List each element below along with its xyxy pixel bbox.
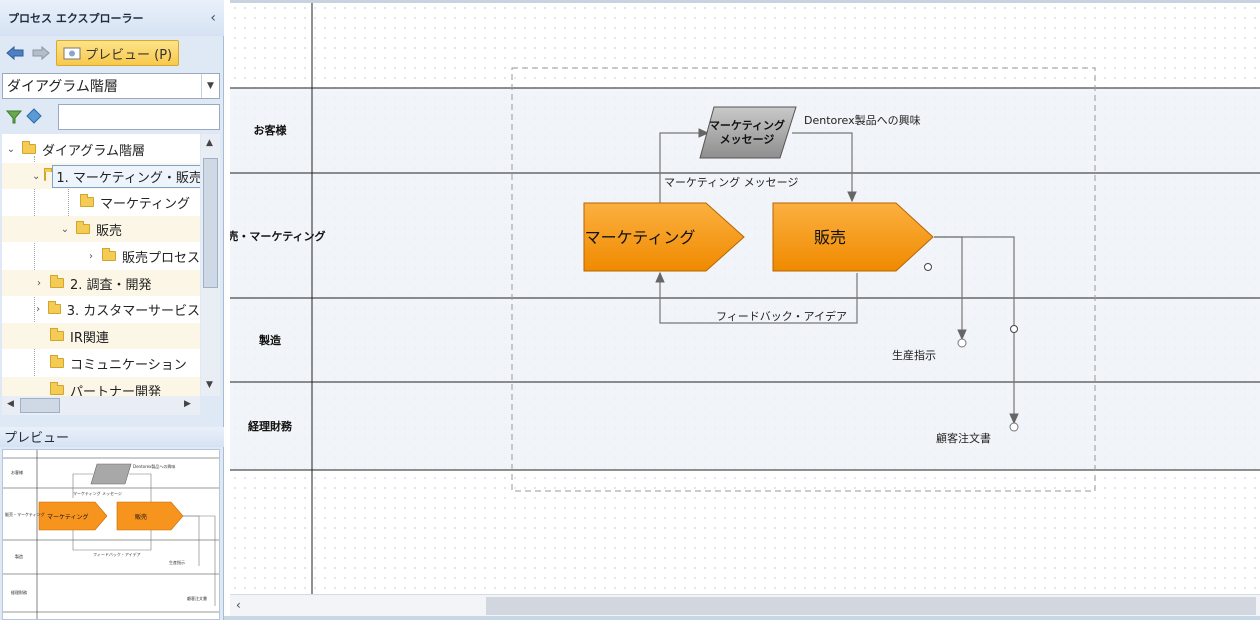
lane-manufacturing[interactable] [230,298,1260,382]
folder-icon [44,168,53,181]
explorer-title: プロセス エクスプローラー [8,12,144,25]
feedback-label: フィードバック・アイデア [716,309,847,323]
forward-arrow-icon [32,45,50,61]
process-explorer-panel: プロセス エクスプローラー ‹ プレビュー (P) ダイアグラム階層 ▼ ⌄ ダ… [0,0,224,620]
tree-item[interactable]: › 3. カスタマーサービス [2,296,200,322]
folder-icon [50,275,64,288]
tree-item[interactable]: › 販売プロセス [2,243,200,269]
lane-label-customer: お客様 [254,123,288,137]
filter-row [2,104,220,130]
endpoint-production [957,338,967,348]
scroll-right-icon[interactable]: ▶ [184,399,191,409]
customer-order-label: 顧客注文書 [936,431,991,445]
chevron-right-icon[interactable]: › [88,250,93,262]
tree-item[interactable]: マーケティング [2,189,200,215]
marketing-message-shape[interactable]: マーケティング メッセージ [699,106,797,159]
chevron-down-icon[interactable]: ▼ [201,74,219,98]
marketing-process-label: マーケティング [585,228,696,247]
scroll-thumb[interactable] [203,158,218,288]
preview-title: プレビュー [4,431,70,446]
preview-message-flow-label: マーケティング メッセージ [73,490,122,496]
interest-label: Dentorex製品への興味 [804,113,921,127]
scroll-left-icon[interactable]: ◀ [7,399,14,409]
chevron-down-icon[interactable]: ⌄ [60,223,70,235]
explorer-header: プロセス エクスプローラー ‹ [0,0,224,36]
preview-pane[interactable]: マーケティング 販売 Dentorex製品への興味 マーケティング メッセージ … [2,449,220,620]
forward-button[interactable] [30,42,52,64]
endpoint-order [1009,422,1019,432]
explorer-toolbar: プレビュー (P) [0,36,224,70]
folder-icon [48,301,61,314]
preview-button[interactable]: プレビュー (P) [56,40,180,66]
connector-handle[interactable] [1010,325,1018,333]
preview-icon [63,47,81,60]
tree-item[interactable]: ⌄ 販売 [2,216,200,242]
preview-lane-label: 販売・マーケティング [5,511,45,517]
preview-thumbnail: マーケティング 販売 Dentorex製品への興味 マーケティング メッセージ … [3,450,219,619]
lane-label-sales-marketing: 販売・マーケティング [230,229,326,243]
message-shape-line2: メッセージ [720,133,775,146]
preview-sales-label: 販売 [135,513,147,521]
preview-marketing-label: マーケティング [47,513,89,521]
hierarchy-select[interactable]: ダイアグラム階層 ▼ [2,73,220,99]
tree-item[interactable]: ⌄ 1. マーケティング・販売 [2,163,200,189]
scroll-thumb[interactable] [486,597,1256,615]
selection-rectangle [511,67,1096,492]
sales-process-label: 販売 [814,228,846,247]
canvas-horizontal-scrollbar[interactable]: ‹ [230,594,1260,616]
folder-icon [76,221,90,234]
diagram-canvas[interactable]: お客様 販売・マーケティング 製造 経理財務 マーケティング メッセージ マーケ… [230,0,1260,594]
folder-icon [50,382,64,395]
tree-item[interactable]: パートナー開発 [2,377,200,396]
preview-button-label: プレビュー (P) [85,47,173,63]
preview-header: プレビュー [0,427,224,447]
chevron-right-icon[interactable]: › [36,303,41,315]
lane-label-manufacturing: 製造 [258,333,282,347]
lane-label-finance: 経理財務 [248,419,293,433]
scroll-thumb[interactable] [20,398,60,413]
lane-sales-marketing[interactable] [230,173,1260,298]
filter-icon[interactable] [6,109,22,125]
chevron-down-icon[interactable]: ⌄ [32,170,41,182]
preview-interest-label: Dentorex製品への興味 [133,463,175,469]
message-shape-line1: マーケティング [709,118,785,132]
hierarchy-tree: ⌄ ダイアグラム階層 ⌄ 1. マーケティング・販売 マーケティング ⌄ 販売 … [2,134,200,396]
chevron-down-icon[interactable]: ⌄ [6,143,16,155]
preview-lane-label: 経理財務 [11,589,27,595]
connector-handle[interactable] [924,263,932,271]
preview-order-label: 顧客注文書 [187,595,207,601]
folder-icon [101,248,116,261]
scroll-left-icon[interactable]: ‹ [236,598,241,612]
tree-horizontal-scrollbar[interactable]: ◀ ▶ [2,396,200,415]
back-arrow-icon [6,45,24,61]
preview-lane-label: 製造 [15,553,23,559]
tree-item[interactable]: コミュニケーション [2,350,200,376]
swimlane-diagram: お客様 販売・マーケティング 製造 経理財務 マーケティング メッセージ マーケ… [230,3,1260,594]
back-button[interactable] [4,42,26,64]
folder-icon [50,355,64,368]
hierarchy-select-value: ダイアグラム階層 [7,79,118,95]
tree-item[interactable]: › 2. 調査・開発 [2,270,200,296]
lane-finance[interactable] [230,382,1260,470]
chevron-right-icon[interactable]: › [37,277,41,289]
preview-production-label: 生産指示 [169,559,185,565]
tree-item[interactable]: IR関連 [2,323,200,349]
filter-input[interactable] [58,104,220,130]
collapse-panel-button[interactable]: ‹ [210,10,216,26]
folder-icon [22,141,36,154]
preview-lane-label: お客様 [11,469,23,475]
marketing-process-shape[interactable]: マーケティング [583,202,745,272]
status-strip [224,616,1260,620]
tree-item[interactable]: ⌄ ダイアグラム階層 [4,136,200,162]
scroll-down-icon[interactable]: ▼ [206,380,213,390]
preview-feedback-label: フィードバック・アイデア [93,551,141,557]
scroll-up-icon[interactable]: ▲ [206,138,213,148]
folder-icon [50,328,64,341]
production-order-label: 生産指示 [892,348,936,362]
diamond-icon[interactable] [26,108,42,124]
folder-icon [80,194,94,207]
message-flow-label: マーケティング メッセージ [664,175,798,189]
tree-vertical-scrollbar[interactable]: ▲ ▼ [201,134,220,396]
sales-process-shape[interactable]: 販売 [772,202,934,272]
